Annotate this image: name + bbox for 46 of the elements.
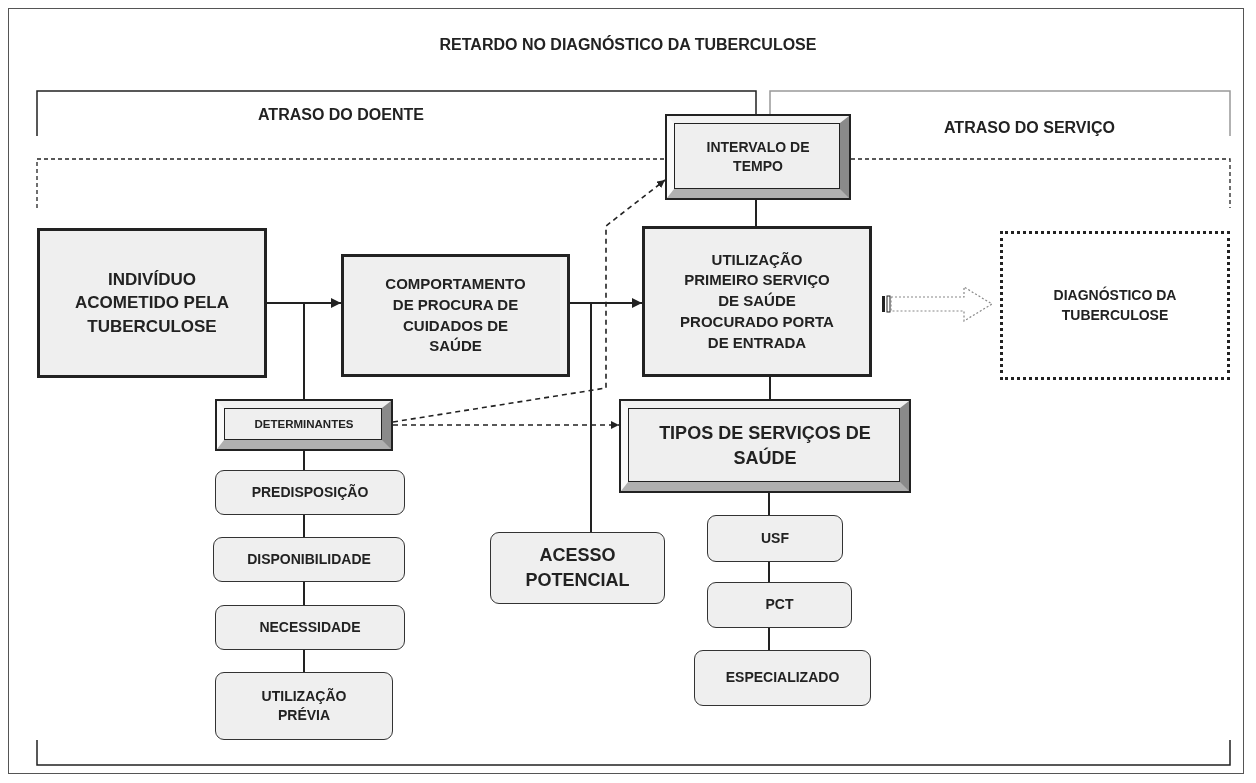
box-label: UTILIZAÇÃO PRÉVIA [260, 686, 348, 725]
process-box [341, 254, 570, 377]
process-box [37, 228, 267, 378]
box-label: ACESSO POTENCIAL [524, 544, 631, 592]
bevel-box [619, 399, 911, 493]
rounded-box [215, 672, 393, 740]
diagram-title: RETARDO NO DIAGNÓSTICO DA TUBERCULOSE [439, 36, 817, 53]
arrow [392, 421, 620, 429]
bevel-box [215, 399, 393, 451]
box-label: DIAGNÓSTICO DA TUBERCULOSE [1052, 286, 1178, 325]
box-label: TIPOS DE SERVIÇOS DE SAÚDE [658, 422, 872, 470]
box-label: ESPECIALIZADO [724, 668, 841, 688]
section-label: ATRASO DO DOENTE [258, 106, 424, 124]
connector-line [768, 627, 770, 651]
dotted-box [1000, 231, 1230, 380]
box-label: UTILIZAÇÃO PRIMEIRO SERVIÇO DE SAÚDE PROCURADO PORTA DE ENTRADA [679, 249, 835, 353]
rounded-box [490, 532, 665, 604]
section-label: ATRASO DO SERVIÇO [944, 119, 1115, 137]
connector-line [755, 199, 757, 227]
rounded-box [694, 650, 871, 706]
connector-line [303, 581, 305, 606]
rounded-box [213, 537, 405, 582]
box-label: PCT [764, 595, 795, 615]
process-box [642, 226, 872, 377]
rounded-box [215, 605, 405, 650]
box-label: PREDISPOSIÇÃO [250, 482, 370, 502]
connector-line [303, 450, 305, 471]
rounded-box [707, 582, 852, 628]
connector-line [769, 376, 771, 400]
box-label: NECESSIDADE [258, 617, 362, 637]
box-label: INTERVALO DE TEMPO [705, 137, 811, 176]
arrow [392, 179, 666, 423]
connector-line [303, 514, 305, 538]
connector-line [266, 302, 305, 400]
rounded-box [707, 515, 843, 562]
connector-line [768, 561, 770, 583]
box-label: INDIVÍDUO ACOMETIDO PELA TUBERCULOSE [74, 268, 230, 338]
rounded-box [215, 470, 405, 515]
box-label: DETERMINANTES [253, 417, 355, 433]
box-label: USF [760, 528, 790, 548]
connector-line [768, 492, 770, 516]
box-label: DISPONIBILIDADE [246, 549, 372, 569]
box-label: COMPORTAMENTO DE PROCURA DE CUIDADOS DE SAÚDE [384, 274, 527, 357]
connector-line [303, 649, 305, 673]
bevel-box [665, 114, 851, 200]
connector-line [569, 302, 592, 533]
